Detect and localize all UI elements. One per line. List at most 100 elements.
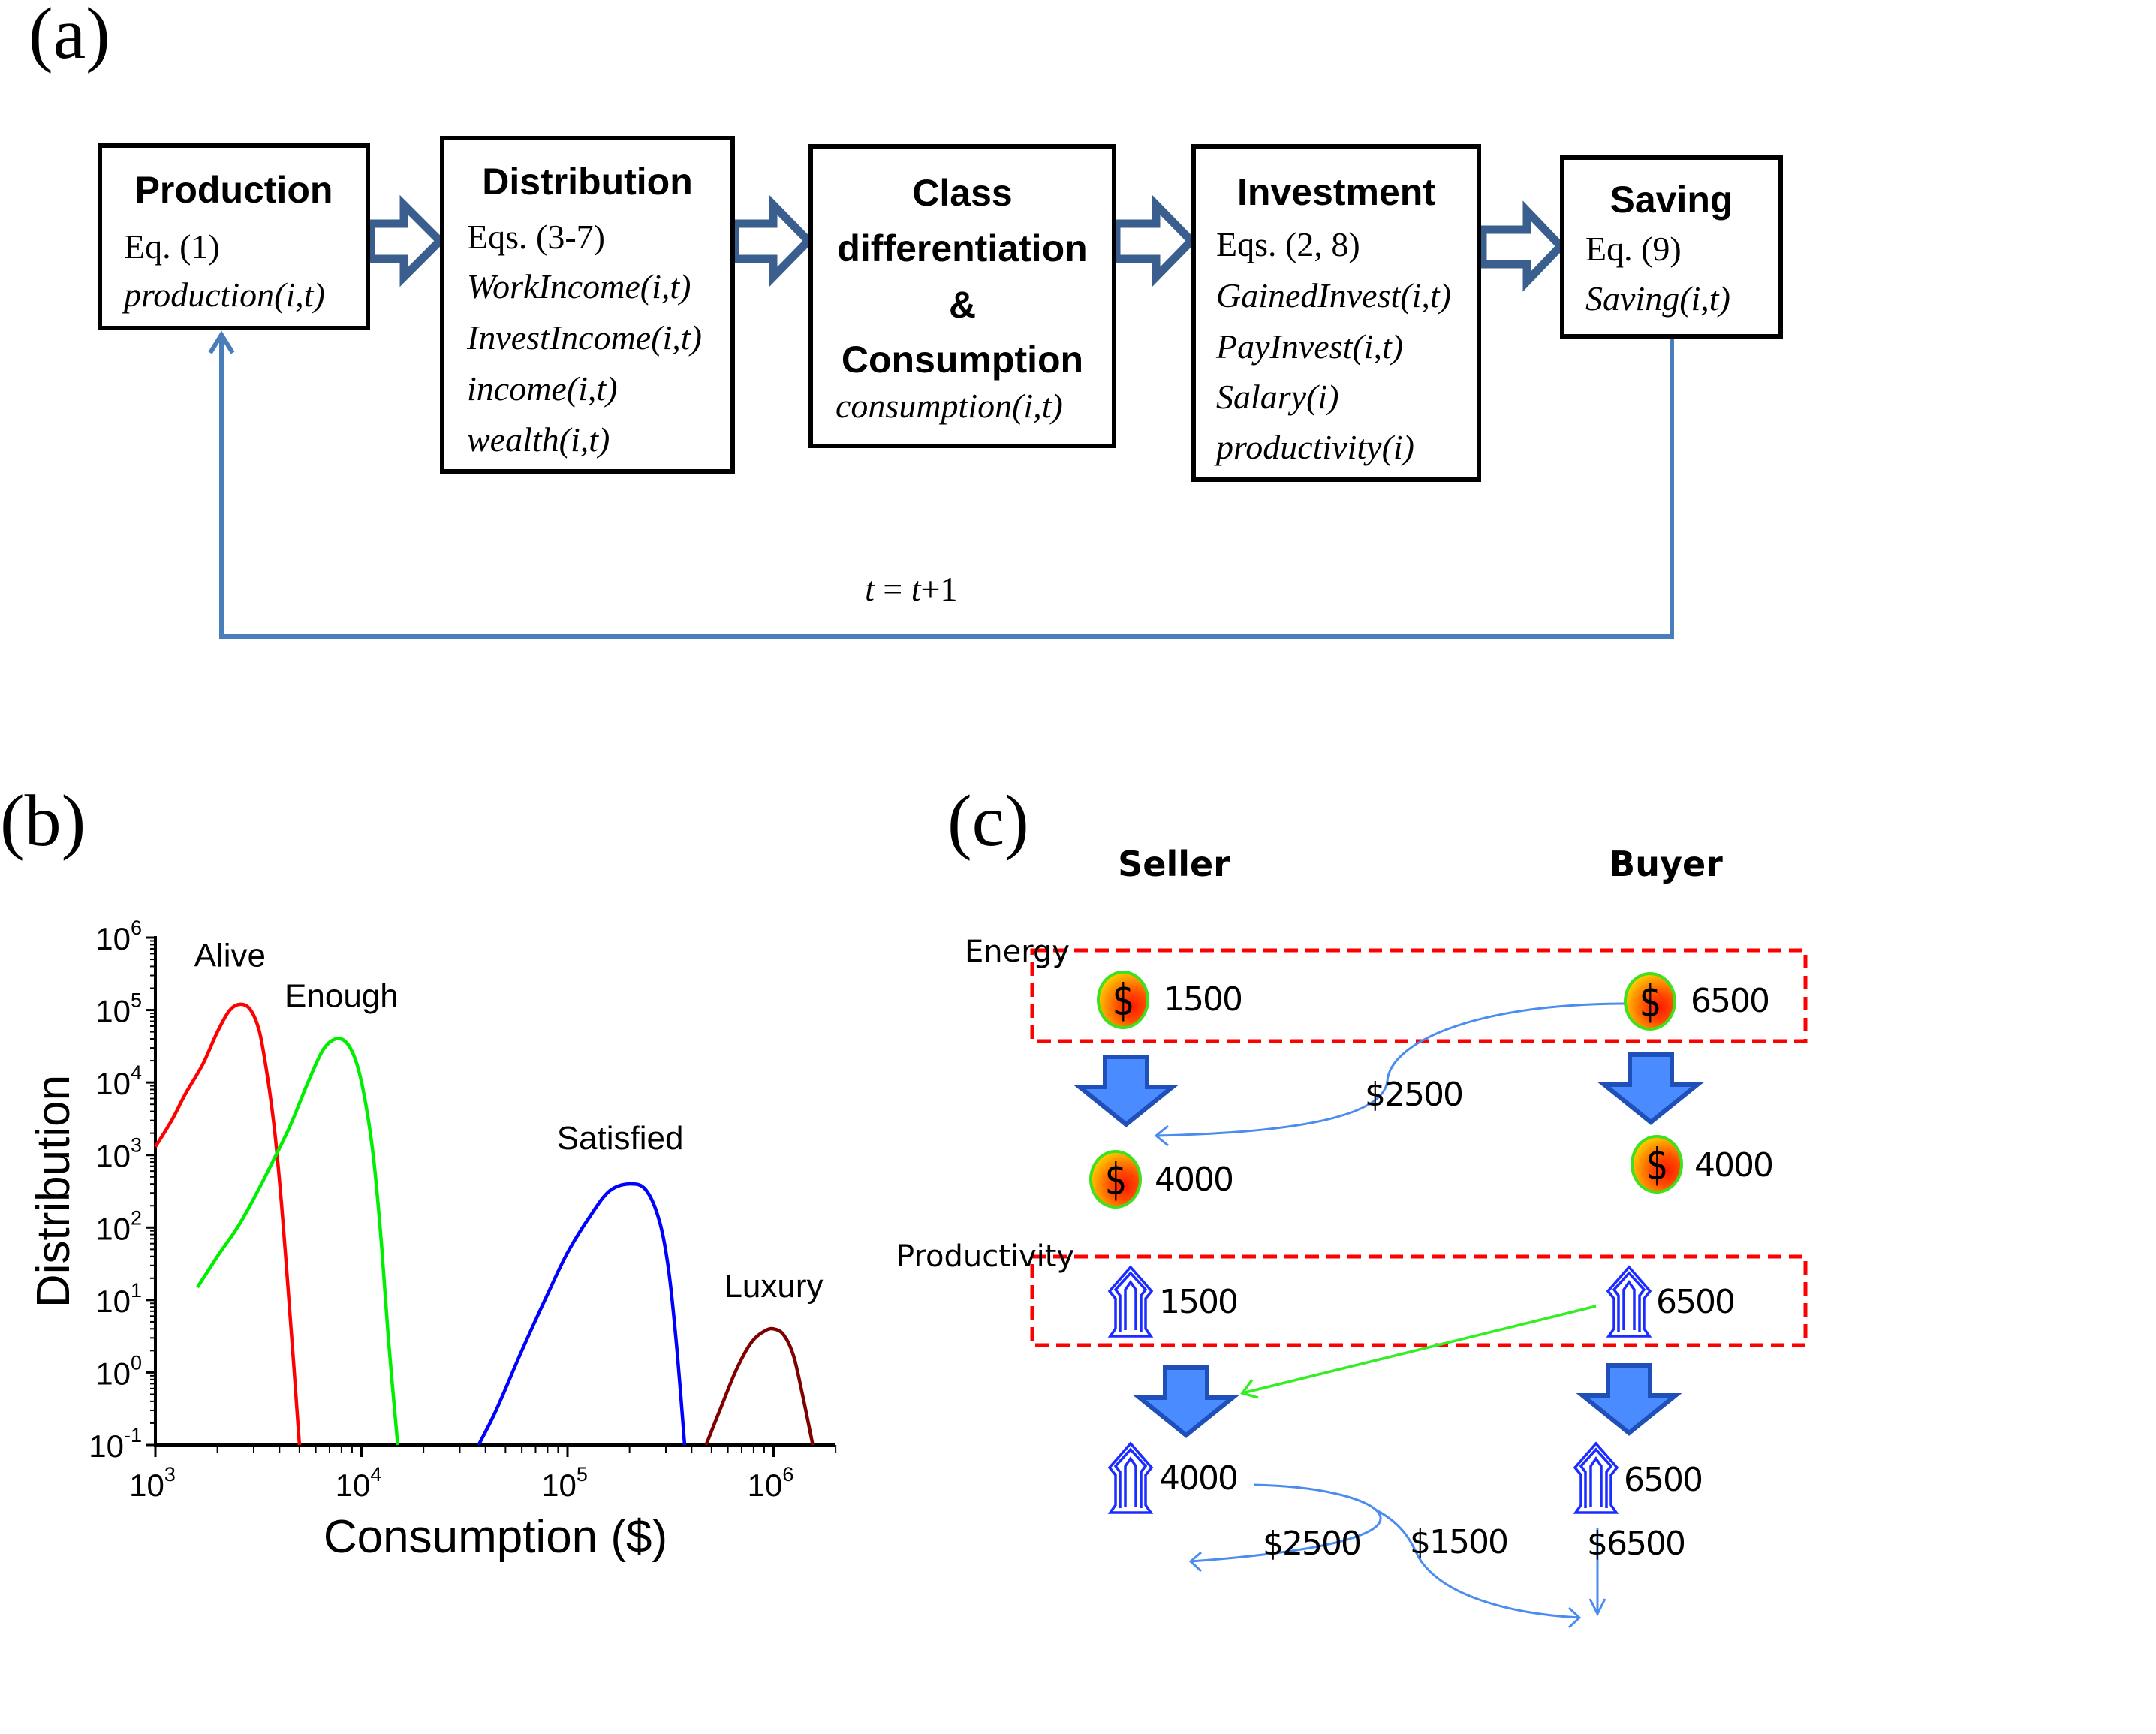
box-variable: production(i,t) [124,275,325,314]
dollar-coin-icon: $ [1624,972,1676,1031]
salary-flow-2500 [1190,1483,1382,1563]
productivity-transfer-flow [1242,1305,1597,1395]
seller-header: Seller [1118,844,1230,884]
box-variable: wealth(i,t) [467,420,610,459]
down-arrow-icon [1140,1368,1233,1435]
box-investment: Investment Eqs. (2, 8) GainedInvest(i,t)… [1191,144,1481,482]
down-arrow-icon [1582,1365,1676,1433]
down-arrow-icon [1604,1055,1697,1122]
payment-amount: $2500 [1263,1525,1362,1563]
feedback-loop-arrowhead [208,330,235,354]
x-axis-label: Consumption ($) [324,1511,667,1563]
buyer-header: Buyer [1609,844,1723,884]
tower-icon [1606,1266,1652,1338]
box-title: Distribution [482,161,693,203]
buyer-energy-after: 4000 [1694,1146,1774,1185]
down-arrow-icon [1080,1057,1173,1124]
energy-payment-flow [1155,1002,1628,1137]
chart-axes [154,936,835,1447]
flow-arrow-distribution-to-class [730,194,815,287]
loop-label-rhs-var: t [911,570,921,608]
y-tick-label: 102 [95,1206,142,1246]
tower-icon [1108,1442,1153,1514]
series-line-luxury [704,1326,815,1446]
chart-series [154,1002,815,1447]
x-tick-label: 104 [336,1463,382,1503]
y-tick-label: 104 [95,1061,142,1101]
box-class-consumption: Class differentiation & Consumption cons… [808,144,1116,448]
salary-flow-6500-arrowhead [1588,1598,1606,1617]
series-annotation-enough: Enough [285,978,399,1015]
box-equation: Eq. (1) [124,227,220,266]
x-tick-label: 105 [541,1463,588,1503]
series-annotation-satisfied: Satisfied [557,1120,684,1157]
tower-icon [1108,1266,1153,1338]
buyer-productivity-before: 6500 [1656,1283,1736,1321]
series-annotation-luxury: Luxury [724,1268,823,1305]
y-tick-label: 106 [95,917,142,956]
box-title-line: Consumption [841,339,1084,381]
box-title: Saving [1609,179,1733,221]
dollar-coin-icon: $ [1089,1150,1142,1209]
y-tick-label: 100 [95,1351,142,1391]
box-variable: WorkIncome(i,t) [467,267,691,306]
box-title-line: Class [912,172,1013,214]
box-title: Production [134,169,333,211]
panel-a-label: (a) [29,0,110,74]
seller-energy-after: 4000 [1155,1161,1234,1199]
loop-label-lhs: t [865,570,875,608]
productivity-group-box [1030,1254,1808,1347]
y-tick-label: 101 [95,1279,142,1319]
seller-productivity-before: 1500 [1159,1283,1239,1321]
feedback-loop-line [219,335,1674,639]
y-axis-label: Distribution [28,1075,80,1308]
box-variable: Salary(i) [1216,378,1339,416]
energy-row-label: Energy [965,935,1070,969]
box-variable: productivity(i) [1216,428,1414,466]
dollar-coin-icon: $ [1631,1135,1683,1194]
box-saving: Saving Eq. (9) Saving(i,t) [1560,155,1783,339]
y-tick-label: 10-1 [89,1424,142,1464]
flow-arrow-production-to-distribution [366,194,446,287]
loop-label-rhs-rest: +1 [920,570,958,608]
productivity-transfer-arrowhead [1240,1378,1259,1399]
tower-icon [1573,1442,1619,1514]
payment-amount: $6500 [1587,1525,1686,1563]
series-line-alive [154,1002,302,1446]
box-variable: consumption(i,t) [836,387,1063,425]
box-equation: Eqs. (3-7) [467,218,605,256]
box-equation: Eq. (9) [1585,230,1682,268]
x-tick-label: 106 [748,1463,794,1503]
salary-flow-1500 [1373,1507,1580,1619]
box-title-line: & [948,284,977,326]
box-title: Investment [1237,171,1435,213]
panel-c-label: (c) [947,781,1029,862]
panel-b-label: (b) [0,781,86,862]
box-production: Production Eq. (1) production(i,t) [98,143,370,330]
flow-arrow-investment-to-saving [1478,200,1567,292]
productivity-row-label: Productivity [896,1239,1075,1274]
x-tick-label: 103 [129,1463,176,1503]
buyer-productivity-after: 6500 [1624,1461,1703,1499]
salary-flow-2500-arrowhead [1188,1551,1203,1573]
buyer-energy-before: 6500 [1691,982,1770,1020]
payment-amount: $1500 [1410,1523,1509,1561]
seller-energy-before: 1500 [1164,980,1243,1019]
loop-label-eq: = [874,570,911,608]
box-variable: income(i,t) [467,369,618,408]
series-line-enough [196,1037,400,1446]
salary-flow-1500-arrowhead [1567,1606,1582,1629]
series-annotation-alive: Alive [194,937,266,974]
box-variable: PayInvest(i,t) [1216,327,1404,366]
energy-payment-arrowhead [1154,1124,1169,1147]
box-variable: InvestIncome(i,t) [467,318,702,357]
dollar-coin-icon: $ [1097,971,1149,1029]
box-variable: GainedInvest(i,t) [1216,276,1451,315]
seller-productivity-after: 4000 [1159,1459,1239,1498]
y-tick-label: 103 [95,1134,142,1174]
